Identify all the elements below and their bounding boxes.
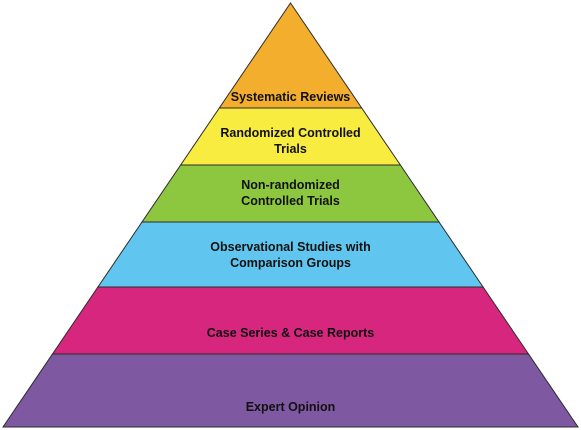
pyramid-tier-label-line: Randomized Controlled: [220, 126, 360, 140]
pyramid-tier-label-line: Systematic Reviews: [231, 90, 351, 104]
pyramid-tier-label-line: Comparison Groups: [230, 256, 351, 270]
pyramid-tier-label-line: Non-randomized: [241, 178, 340, 192]
pyramid-tier-label-6: Expert Opinion: [246, 400, 336, 414]
pyramid-tier-5: [51, 286, 530, 355]
pyramid-tier-label-line: Controlled Trials: [241, 194, 340, 208]
pyramid-tier-4: [96, 221, 485, 288]
pyramid-tier-label-line: Trials: [274, 142, 307, 156]
pyramid-tier-label-5: Case Series & Case Reports: [207, 326, 374, 340]
pyramid-tier-label-line: Case Series & Case Reports: [207, 326, 374, 340]
pyramid-tier-6: [2, 353, 579, 428]
pyramid-tier-label-line: Observational Studies with: [210, 240, 370, 254]
pyramid-tier-label-1: Systematic Reviews: [231, 90, 351, 104]
pyramid-tier-label-line: Expert Opinion: [246, 400, 336, 414]
